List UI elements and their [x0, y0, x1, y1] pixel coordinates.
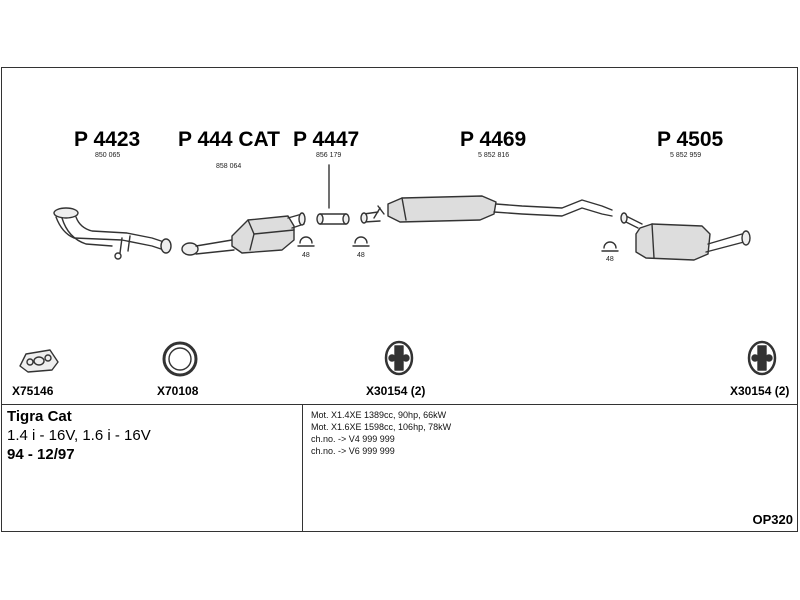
note-line: Mot. X1.4XE 1389cc, 90hp, 66kW [311, 410, 447, 420]
accessory-code-sealing-ring: X70108 [157, 384, 199, 398]
middle-silencer-icon [360, 195, 613, 224]
part-number-middle-silencer: P 4469 [460, 128, 527, 151]
gasket-icon [19, 349, 59, 373]
front-pipe-icon [53, 207, 172, 260]
part-number-rear-silencer: P 4505 [657, 128, 724, 151]
clamp-label: 48 [357, 252, 365, 259]
engine-notes: Mot. X1.4XE 1389cc, 90hp, 66kW Mot. X1.6… [311, 409, 451, 457]
note-line: ch.no. -> V6 999 999 [311, 446, 395, 456]
sealing-ring-icon [162, 341, 198, 377]
note-line: ch.no. -> V4 999 999 [311, 434, 395, 444]
oe-number-front-pipe: 850 065 [95, 152, 121, 159]
oe-number-connector: 856 179 [316, 152, 342, 159]
rear-silencer-icon [620, 212, 751, 261]
exhaust-drawing [19, 164, 777, 377]
part-number-catalyst: P 444 CAT [178, 128, 280, 151]
clamp-icon [352, 236, 370, 247]
oe-number-catalyst: 858 064 [216, 163, 242, 170]
exhaust-diagram-sheet: P 4423 850 065 P 444 CAT 858 064 P 4447 … [1, 67, 798, 532]
oe-number-middle-silencer: 5 852 816 [478, 152, 510, 159]
vehicle-model: Tigra Cat [7, 408, 72, 425]
clamp-label: 48 [606, 256, 614, 263]
oe-number-rear-silencer: 5 852 959 [670, 152, 702, 159]
vehicle-info: Tigra Cat 1.4 i - 16V, 1.6 i - 16V 94 - … [7, 407, 151, 464]
accessory-code-rubber-mount: X30154 (2) [366, 384, 426, 398]
clamp-icon [601, 241, 619, 252]
catalytic-converter-icon [181, 212, 306, 256]
clamp-icon [297, 236, 315, 247]
diagram-code: OP320 [752, 512, 793, 527]
vehicle-years: 94 - 12/97 [7, 446, 75, 463]
vehicle-engine: 1.4 i - 16V, 1.6 i - 16V [7, 427, 151, 444]
part-number-front-pipe: P 4423 [74, 128, 141, 151]
divider-vertical [302, 404, 303, 531]
rubber-mount-icon [747, 340, 777, 376]
rubber-mount-icon [384, 340, 414, 376]
divider-horizontal [2, 404, 797, 405]
accessory-code-rubber-mount: X30154 (2) [730, 384, 790, 398]
accessory-code-gasket: X75146 [12, 384, 54, 398]
part-number-connector: P 4447 [293, 128, 360, 151]
note-line: Mot. X1.6XE 1598cc, 106hp, 78kW [311, 422, 452, 432]
clamp-label: 48 [302, 252, 310, 259]
connector-pipe-icon [316, 164, 350, 225]
